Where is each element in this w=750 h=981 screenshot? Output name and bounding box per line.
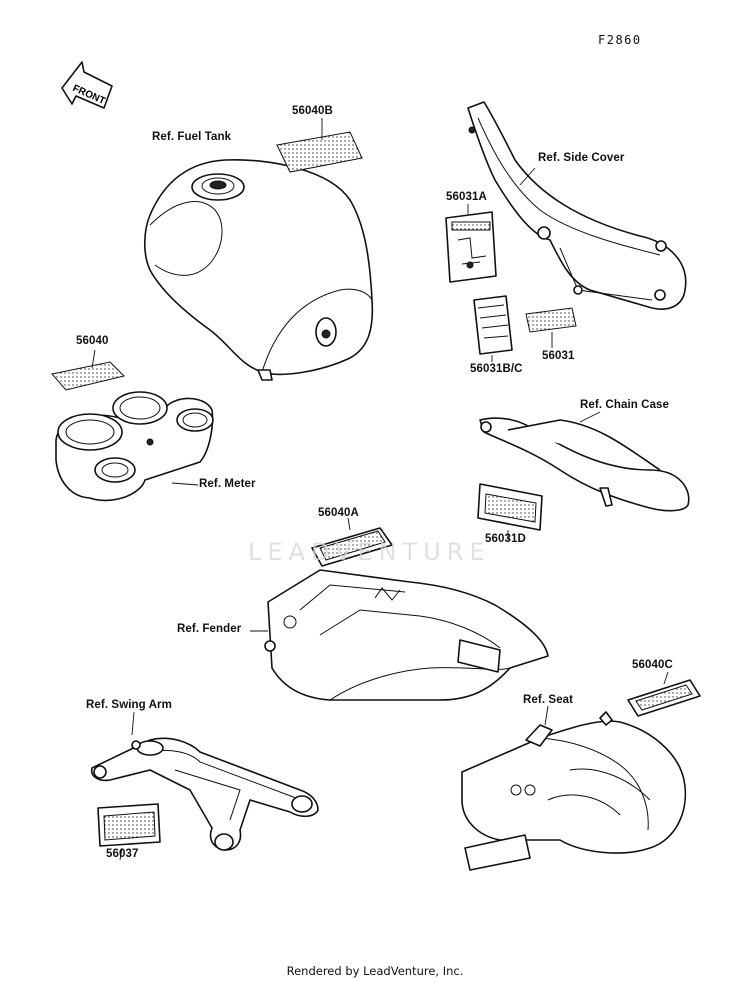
decal-56031a <box>445 211 497 283</box>
part-number-56031bc: 56031B/C <box>470 363 523 375</box>
meter-drawing <box>55 391 214 502</box>
decal-56040 <box>51 361 125 391</box>
part-number-56040c: 56040C <box>632 659 673 671</box>
decal-56040b <box>276 131 363 173</box>
part-number-56037: 56037 <box>106 848 139 860</box>
label-ref-swing-arm: Ref. Swing Arm <box>86 699 172 711</box>
decal-56040a <box>311 527 393 567</box>
part-number-56040b: 56040B <box>292 105 333 117</box>
part-number-56031a: 56031A <box>446 191 487 203</box>
label-ref-fuel-tank: Ref. Fuel Tank <box>152 131 232 143</box>
decal-56031d <box>477 483 543 531</box>
decal-56040c <box>627 679 701 717</box>
fender-drawing <box>264 569 549 701</box>
part-number-56031d: 56031D <box>485 533 526 545</box>
watermark-text: LEADVENTURE <box>248 538 491 566</box>
swing-arm-drawing <box>90 737 319 851</box>
seat-drawing <box>461 711 687 871</box>
footer-credit: Rendered by LeadVenture, Inc. <box>286 964 464 978</box>
front-arrow-icon: FRONT <box>61 61 113 109</box>
decal-56031bc <box>473 295 513 355</box>
label-ref-meter: Ref. Meter <box>199 478 256 490</box>
part-number-56031: 56031 <box>542 350 575 362</box>
label-ref-chain-case: Ref. Chain Case <box>580 399 670 411</box>
label-ref-seat: Ref. Seat <box>523 694 574 706</box>
chain-case-drawing <box>479 417 690 512</box>
part-number-56040: 56040 <box>76 335 109 347</box>
decal-56037 <box>97 803 161 847</box>
label-ref-side-cover: Ref. Side Cover <box>538 152 625 164</box>
fuel-tank-drawing <box>143 158 374 381</box>
decal-56031 <box>525 307 577 333</box>
figure-code: F2860 <box>598 33 642 47</box>
label-ref-fender: Ref. Fender <box>177 623 242 635</box>
side-cover-drawing <box>467 101 687 310</box>
part-number-56040a: 56040A <box>318 507 359 519</box>
